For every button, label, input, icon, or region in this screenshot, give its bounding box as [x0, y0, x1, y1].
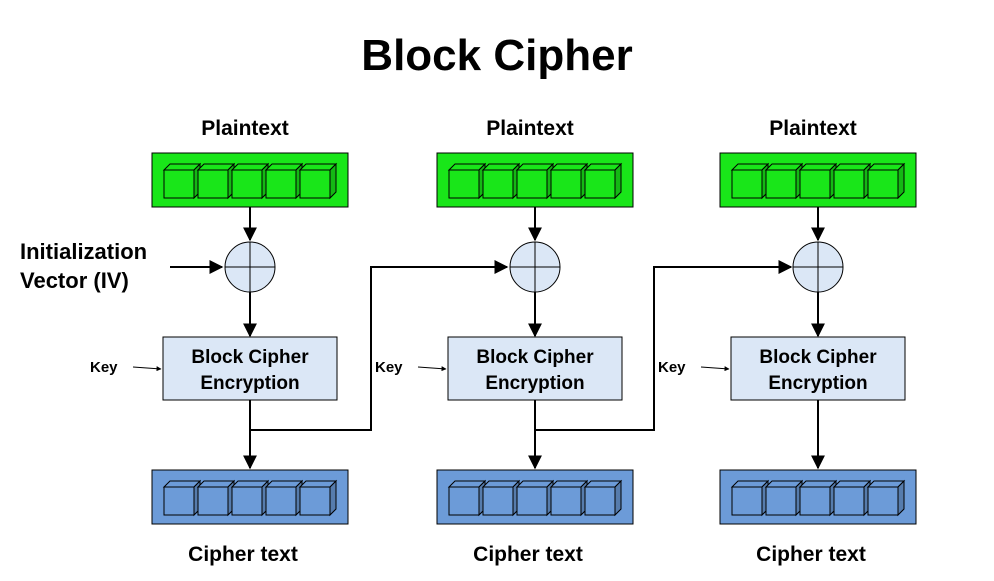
plaintext-cell: [196, 162, 236, 200]
plaintext-cell: [549, 162, 589, 200]
ciphertext-cell: [832, 479, 872, 517]
ciphertext-label-1: Cipher text: [188, 543, 298, 566]
ciphertext-cell: [481, 479, 521, 517]
ciphertext-cell: [264, 479, 304, 517]
ciphertext-cell: [764, 479, 804, 517]
plaintext-cell: [515, 162, 555, 200]
ciphertext-block-2: [436, 469, 634, 525]
plaintext-label-2: Plaintext: [486, 117, 574, 140]
plaintext-cell: [162, 162, 202, 200]
plaintext-cell: [730, 162, 770, 200]
ciphertext-block-3: [719, 469, 917, 525]
ciphertext-cell: [230, 479, 270, 517]
plaintext-cell: [481, 162, 521, 200]
iv-label-line-2: Vector (IV): [20, 268, 129, 293]
encryption-label-line-1: Block Cipher: [759, 347, 877, 368]
plaintext-cell: [798, 162, 838, 200]
encryption-label-line-1: Block Cipher: [191, 347, 309, 368]
xor-icon: [509, 241, 561, 293]
xor-icon: [792, 241, 844, 293]
encryption-label-line-2: Encryption: [485, 373, 584, 394]
key-label-1: Key: [90, 359, 118, 376]
plaintext-block-2: [436, 152, 634, 208]
ciphertext-cell: [730, 479, 770, 517]
xor-icon: [224, 241, 276, 293]
ciphertext-cell: [583, 479, 623, 517]
plaintext-cell: [230, 162, 270, 200]
plaintext-block-3: [719, 152, 917, 208]
chain-arrow-2-to-3: [535, 260, 793, 431]
iv-label-line-1: Initialization: [20, 239, 147, 264]
ciphertext-cell: [798, 479, 838, 517]
key-label-3: Key: [658, 359, 686, 376]
plaintext-label-3: Plaintext: [769, 117, 857, 140]
ciphertext-cell: [298, 479, 338, 517]
plaintext-cell: [583, 162, 623, 200]
plaintext-cell: [764, 162, 804, 200]
ciphertext-cell: [196, 479, 236, 517]
key-label-2: Key: [375, 359, 403, 376]
key-arrow: [132, 366, 162, 372]
encryption-label-line-2: Encryption: [768, 373, 867, 394]
plaintext-cell: [832, 162, 872, 200]
ciphertext-label-2: Cipher text: [473, 543, 583, 566]
ciphertext-label-3: Cipher text: [756, 543, 866, 566]
plaintext-cell: [298, 162, 338, 200]
plaintext-cell: [447, 162, 487, 200]
ciphertext-cell: [549, 479, 589, 517]
ciphertext-cell: [162, 479, 202, 517]
ciphertext-block-1: [151, 469, 349, 525]
diagram-title: Block Cipher: [361, 31, 632, 80]
ciphertext-cell: [447, 479, 487, 517]
encryption-label-line-2: Encryption: [200, 373, 299, 394]
key-arrow: [700, 366, 730, 372]
encryption-label-line-1: Block Cipher: [476, 347, 594, 368]
key-arrow: [417, 366, 447, 372]
chain-arrow-1-to-2: [250, 260, 509, 431]
plaintext-cell: [866, 162, 906, 200]
plaintext-label-1: Plaintext: [201, 117, 289, 140]
plaintext-block-1: [151, 152, 349, 208]
plaintext-cell: [264, 162, 304, 200]
ciphertext-cell: [515, 479, 555, 517]
ciphertext-cell: [866, 479, 906, 517]
